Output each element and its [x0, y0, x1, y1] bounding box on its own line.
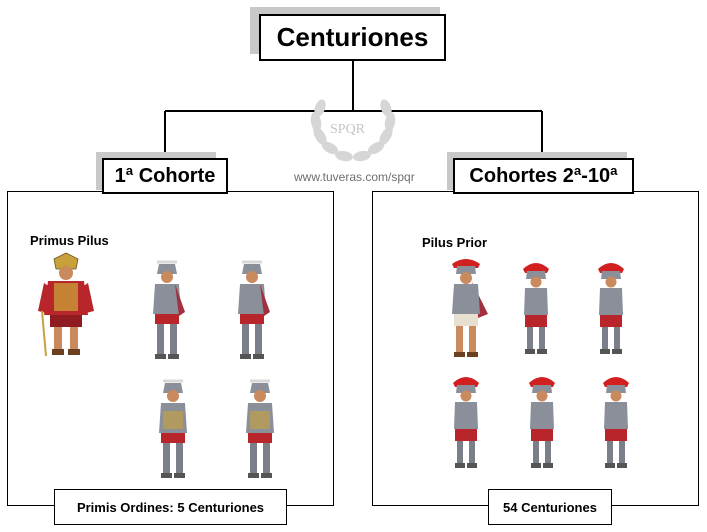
primus-pilus-figure: [38, 252, 94, 357]
centurion-figure-right-5: [603, 377, 629, 468]
left-title: 1ª Cohorte: [102, 158, 228, 194]
right-footer-text: 54 Centuriones: [503, 499, 597, 515]
watermark-url: www.tuveras.com/spqr: [294, 170, 415, 184]
right-title: Cohortes 2ª-10ª: [453, 158, 634, 194]
root-title: Centuriones: [259, 14, 446, 61]
centurion-figure-left-3: [159, 379, 187, 478]
root-title-text: Centuriones: [276, 22, 429, 52]
watermark-logo-text: SPQR: [330, 122, 366, 137]
right-footer: 54 Centuriones: [488, 489, 612, 525]
left-leader-label: Primus Pilus: [30, 233, 109, 248]
centurion-figure-right-1: [523, 263, 549, 354]
pilus-prior-figure: [452, 259, 488, 357]
right-title-text: Cohortes 2ª-10ª: [469, 164, 618, 187]
centurion-figure-right-3: [453, 377, 479, 468]
left-footer-text: Primis Ordines: 5 Centuriones: [76, 499, 265, 515]
left-footer: Primis Ordines: 5 Centuriones: [54, 489, 287, 525]
laurel-wreath-icon: [310, 99, 396, 162]
centurion-figure-left-1: [153, 260, 185, 359]
left-title-text: 1ª Cohorte: [114, 164, 216, 187]
centurion-figure-right-2: [598, 263, 624, 354]
centurion-figure-left-2: [238, 260, 270, 359]
centurion-figure-left-4: [246, 379, 274, 478]
right-leader-label: Pilus Prior: [422, 235, 488, 250]
centurion-figure-right-4: [529, 377, 555, 468]
